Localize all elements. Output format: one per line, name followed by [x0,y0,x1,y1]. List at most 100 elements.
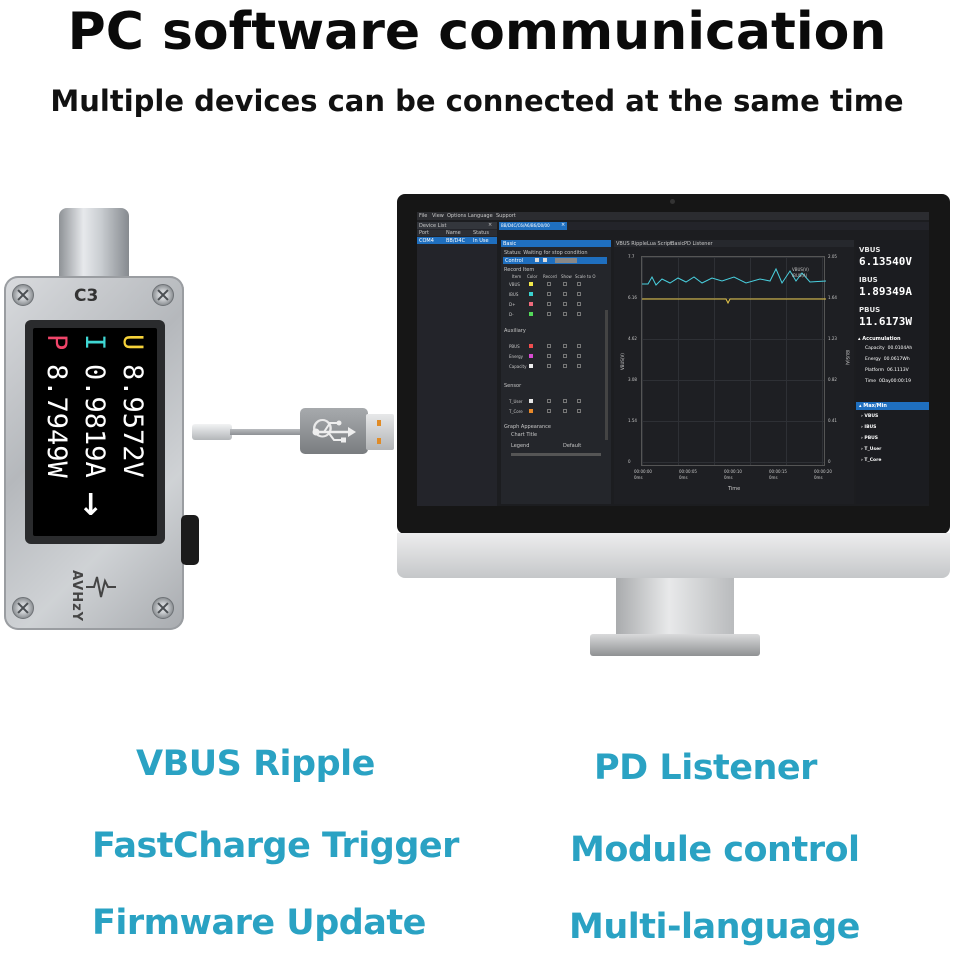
color-swatch[interactable] [529,292,533,296]
table-row: D- [509,311,605,319]
screw-icon [152,284,174,306]
tab-basic[interactable]: Basic [671,241,685,247]
table-row: T_Core [509,408,605,416]
accumulation-name: Time [865,379,877,384]
maxmin-item: PBUS [864,436,879,441]
checkbox[interactable] [563,302,567,306]
checkbox[interactable] [563,354,567,358]
checkbox[interactable] [547,399,551,403]
legend-vbus: VBUS(V) [792,267,809,272]
checkbox[interactable] [547,344,551,348]
item-name: Capacity [509,364,527,369]
page-subtitle: Multiple devices can be connected at the… [50,84,904,118]
maxmin-row[interactable]: › T_Core [861,458,881,464]
color-swatch[interactable] [529,344,533,348]
table-row: Energy [509,353,605,361]
device-list-row[interactable]: COM4 BB/D4C In Use [417,237,497,244]
tab-lua-script[interactable]: Lua Script [647,241,673,247]
y-tick-label: 6.16 [628,295,637,300]
graph-appearance-title: Graph Appearance [504,424,551,430]
close-icon[interactable]: × [488,222,493,228]
checkbox[interactable] [577,292,581,296]
vertical-scrollbar[interactable] [605,310,608,440]
color-swatch[interactable] [529,364,533,368]
item-name: D- [509,312,514,317]
color-swatch[interactable] [529,282,533,286]
x-tick-label: 00:00:05 0ms [679,469,697,480]
stop-icon[interactable] [543,258,547,262]
device-port: COM4 [419,238,434,244]
menu-language[interactable]: Language [468,213,493,219]
color-swatch[interactable] [529,312,533,316]
column-status: Status [473,230,489,236]
camera-icon [670,199,675,204]
checkbox[interactable] [577,409,581,413]
maxmin-row[interactable]: › IBUS [861,425,876,431]
chevron-right-icon: › [861,425,865,430]
checkbox[interactable] [577,302,581,306]
color-swatch[interactable] [529,302,533,306]
checkbox[interactable] [563,399,567,403]
graph-plot-area[interactable]: VBUS(V) IBUS(A) [641,256,826,466]
usb-pin [377,438,381,444]
checkbox[interactable] [577,354,581,358]
scrollbar[interactable] [511,453,601,456]
accumulation-value: 00.0104Ah [887,346,913,351]
maxmin-row[interactable]: › T_User [861,447,881,453]
clear-button[interactable] [555,258,577,263]
color-swatch[interactable] [529,399,533,403]
waveform-logo-icon [86,576,116,598]
accumulation-title[interactable]: ▴ Accumulation [858,336,901,342]
maxmin-item: IBUS [864,425,877,430]
checkbox[interactable] [547,312,551,316]
checkbox[interactable] [563,364,567,368]
color-swatch[interactable] [529,354,533,358]
menu-support[interactable]: Support [496,213,516,219]
monitor-stand-base [590,634,760,656]
ibus-line [642,298,826,305]
y-tick-label: 1.64 [828,295,837,300]
maxmin-row[interactable]: › PBUS [861,436,878,442]
tab-pd-listener[interactable]: PD Listener [684,241,713,247]
menu-options[interactable]: Options [447,213,467,219]
device-tab[interactable]: BB/D4C/C6/A6/B6/D0/00 × [499,222,567,230]
vbus-value: 6.13540V [859,255,912,268]
close-icon[interactable]: × [561,222,566,228]
checkbox[interactable] [547,354,551,358]
tab-vbus-ripple[interactable]: VBUS Ripple [616,241,647,247]
color-swatch[interactable] [529,409,533,413]
device-button[interactable] [181,515,199,565]
control-label: Control [505,258,524,264]
checkbox[interactable] [547,292,551,296]
checkbox[interactable] [563,344,567,348]
table-row: VBUS [509,281,605,289]
checkbox[interactable] [547,302,551,306]
menu-view[interactable]: View [432,213,444,219]
checkbox[interactable] [563,292,567,296]
graph-tabs: VBUS Ripple Lua Script Basic PD Listener [614,240,854,247]
x-tick-label: 00:00:15 0ms [769,469,787,480]
device-screen: U 8.9572V I 0.9819A P 8.7949W [33,328,157,536]
checkbox[interactable] [563,409,567,413]
maxmin-row[interactable]: › VBUS [861,414,878,420]
menu-file[interactable]: File [419,213,428,219]
usb-pin [377,420,381,426]
accumulation-name: Energy [865,357,881,362]
checkbox[interactable] [547,364,551,368]
voltage-value: 8.9572V [117,364,148,478]
checkbox[interactable] [577,344,581,348]
checkbox[interactable] [577,312,581,316]
y-tick-label: 0.41 [828,418,837,423]
auxiliary-title: Auxiliary [504,328,526,334]
checkbox[interactable] [547,282,551,286]
checkbox[interactable] [577,282,581,286]
maxmin-header[interactable]: ▴ Max/Min [856,402,929,410]
chevron-right-icon: › [861,447,865,452]
feature-pd-listener: PD Listener [594,748,817,788]
checkbox[interactable] [577,364,581,368]
checkbox[interactable] [563,312,567,316]
checkbox[interactable] [563,282,567,286]
pause-icon[interactable] [535,258,539,262]
checkbox[interactable] [577,399,581,403]
checkbox[interactable] [547,409,551,413]
